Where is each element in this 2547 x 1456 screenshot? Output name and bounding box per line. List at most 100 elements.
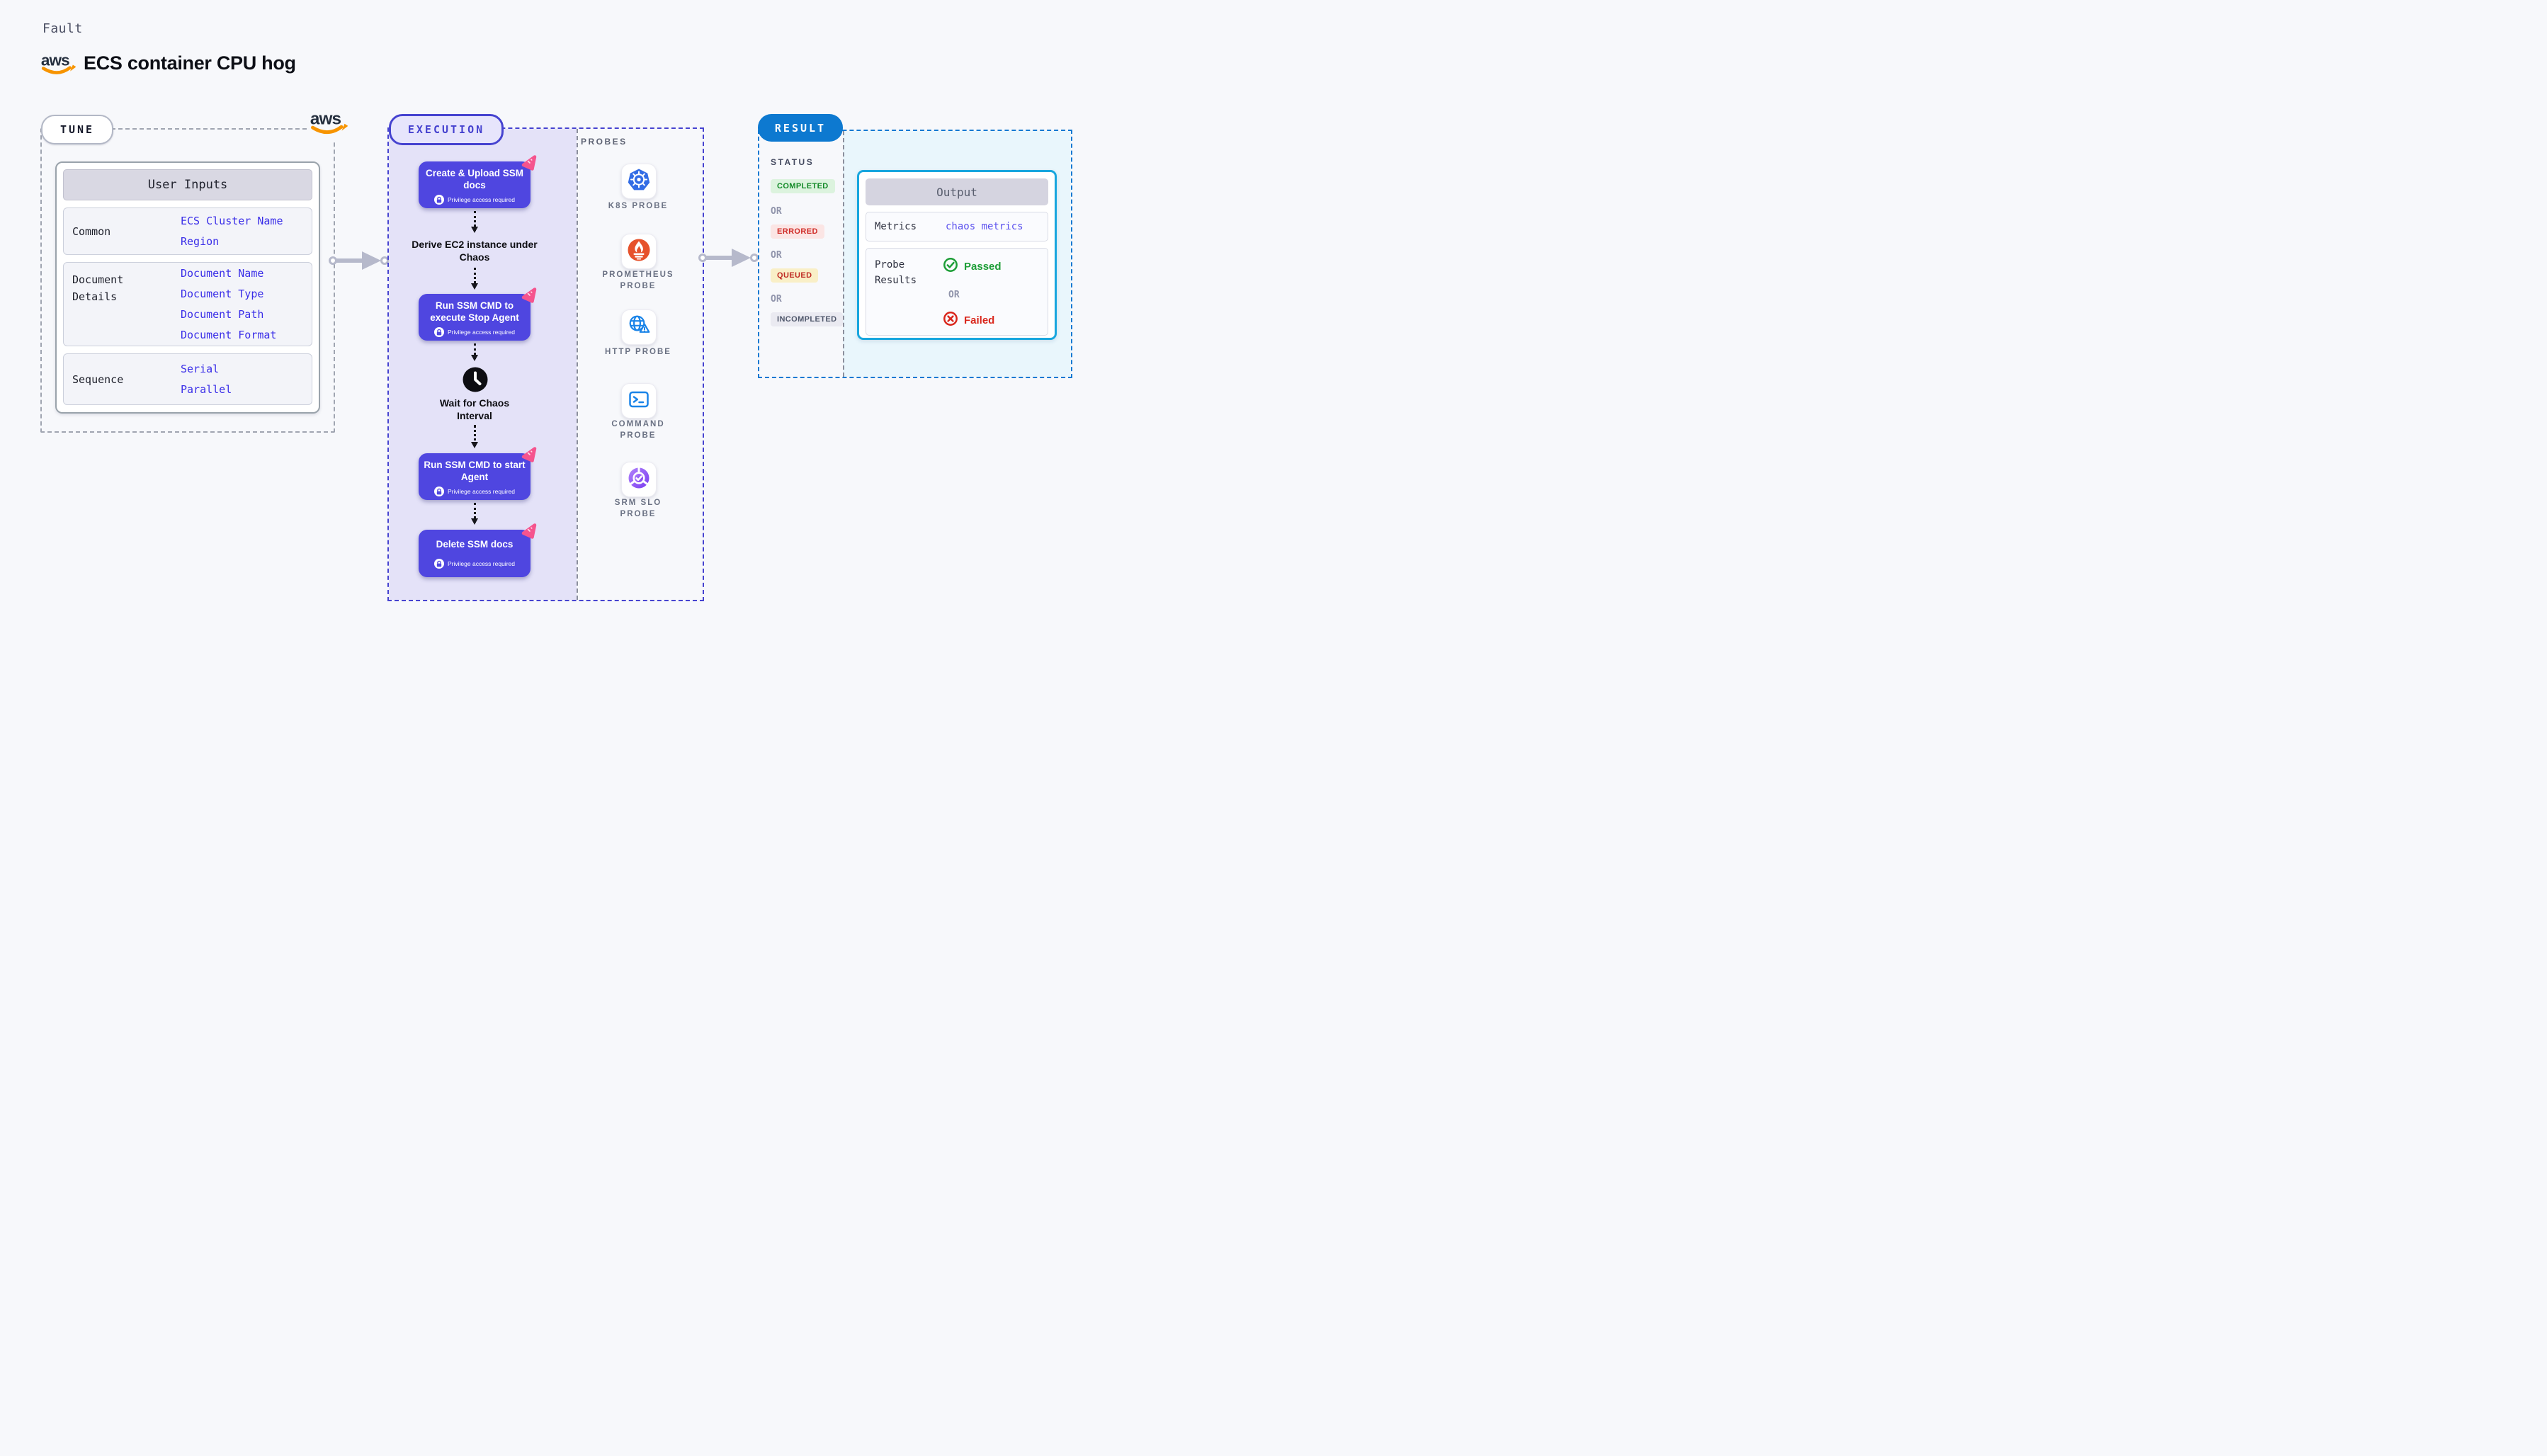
step-delete-ssm-docs: Delete SSM docs Privilege access require…	[419, 523, 537, 577]
metrics-row: Metrics chaos metrics	[866, 212, 1048, 241]
output-card: Output Metrics chaos metrics Probe Resul…	[857, 170, 1057, 340]
probe-card-command	[621, 383, 657, 419]
privilege-note: Privilege access required	[419, 327, 531, 340]
srm-slo-icon	[626, 465, 652, 494]
clock-icon	[462, 366, 489, 397]
probe-results-label: Probe Results	[875, 259, 917, 286]
lock-icon	[434, 487, 445, 496]
user-input-row-sequence: Sequence Serial Parallel	[63, 353, 312, 405]
privilege-note: Privilege access required	[419, 559, 531, 571]
fault-kicker: Fault	[42, 21, 83, 36]
http-globe-icon	[626, 313, 652, 342]
fault-diagram-canvas: Fault aws ECS container CPU hog TUNE aws…	[0, 0, 1105, 635]
input-value: Region	[181, 234, 220, 248]
result-label: RESULT	[774, 121, 827, 135]
tune-label-pill: TUNE	[41, 115, 113, 144]
probe-card-k8s	[621, 164, 657, 199]
row-values: Document Name Document Type Document Pat…	[181, 263, 276, 346]
kubernetes-icon	[626, 167, 652, 196]
pink-flag-icon	[521, 523, 538, 540]
tune-to-execution-arrow-icon	[329, 248, 390, 277]
aws-logo-icon: aws	[40, 50, 76, 76]
input-value: Document Path	[181, 307, 264, 321]
step-title: Delete SSM docs	[436, 539, 514, 550]
probe-name-http: HTTP PROBE	[605, 348, 671, 356]
probe-results-row: Probe Results Passed OR	[866, 248, 1048, 336]
metrics-value: chaos metrics	[946, 221, 1023, 232]
input-value: Document Name	[181, 266, 264, 280]
lock-icon	[434, 327, 445, 337]
probe-name-k8s: K8S PROBE	[608, 202, 669, 210]
probe-name-srm-slo: SRM SLO PROBE	[614, 499, 662, 518]
execution-to-result-arrow-icon	[698, 245, 759, 274]
or-separator: OR	[771, 294, 782, 305]
privilege-note-text: Privilege access required	[448, 488, 515, 495]
step-title: Run SSM CMD to start Agent	[424, 460, 526, 482]
input-value: Document Format	[181, 328, 277, 341]
svg-text:aws: aws	[41, 51, 69, 69]
user-input-row-common: Common ECS Cluster Name Region	[63, 207, 312, 255]
input-value: Parallel	[181, 382, 232, 396]
aws-logo-icon: aws	[310, 108, 348, 140]
pink-flag-icon	[521, 154, 538, 171]
step-wait-for-chaos-interval: Wait for Chaos Interval	[439, 397, 510, 421]
execution-label-pill: EXECUTION	[389, 114, 504, 145]
pink-flag-icon	[521, 446, 538, 463]
result-label-pill: RESULT	[758, 114, 843, 142]
privilege-note-text: Privilege access required	[448, 560, 515, 567]
status-heading: STATUS	[771, 157, 815, 167]
failed-result: Failed	[943, 311, 994, 330]
user-inputs-header: User Inputs	[63, 169, 312, 200]
input-value: ECS Cluster Name	[181, 214, 283, 227]
probes-heading: PROBES	[581, 137, 628, 147]
status-badge-errored: ERRORED	[771, 224, 824, 239]
status-badge-queued: QUEUED	[771, 268, 819, 283]
lock-icon	[434, 195, 445, 205]
failed-label: Failed	[964, 314, 995, 326]
flow-arrow-down-icon	[471, 268, 478, 290]
command-terminal-icon	[626, 387, 652, 416]
step-title: Run SSM CMD to execute Stop Agent	[430, 300, 519, 323]
privilege-note-text: Privilege access required	[448, 329, 515, 336]
privilege-note: Privilege access required	[419, 195, 531, 207]
privilege-note: Privilege access required	[419, 487, 531, 499]
tune-aws-logo-patch: aws	[307, 105, 350, 142]
row-values: Serial Parallel	[181, 354, 232, 404]
prometheus-icon	[626, 237, 652, 266]
probe-card-http	[621, 309, 657, 345]
user-input-row-document-details: Document Details Document Name Document …	[63, 262, 312, 346]
output-header: Output	[866, 178, 1048, 205]
page-title: ECS container CPU hog	[84, 52, 296, 74]
row-label: Document Details	[72, 273, 124, 303]
or-separator: OR	[948, 290, 960, 300]
metrics-label: Metrics	[875, 221, 917, 232]
input-value: Document Type	[181, 287, 264, 300]
input-value: Serial	[181, 362, 220, 375]
privilege-note-text: Privilege access required	[448, 196, 515, 203]
step-derive-ec2-instance: Derive EC2 instance under Chaos	[412, 239, 538, 263]
probe-card-srm-slo	[621, 462, 657, 497]
lock-icon	[434, 559, 445, 569]
flow-arrow-down-icon	[471, 211, 478, 233]
step-run-ssm-cmd-stop-agent: Run SSM CMD to execute Stop Agent Privil…	[419, 288, 537, 341]
status-badge-completed: COMPLETED	[771, 179, 835, 193]
probe-name-command: COMMAND PROBE	[611, 420, 665, 440]
pink-flag-icon	[521, 287, 538, 304]
flow-arrow-down-icon	[471, 343, 478, 361]
passed-result: Passed	[943, 257, 1002, 276]
execution-label: EXECUTION	[407, 123, 485, 136]
flow-arrow-down-icon	[471, 503, 478, 525]
status-badge-incompleted: INCOMPLETED	[771, 312, 844, 326]
x-circle-icon	[943, 311, 958, 330]
user-inputs-card: User Inputs Common ECS Cluster Name Regi…	[55, 161, 320, 414]
probe-name-prometheus: PROMETHEUS PROBE	[602, 271, 674, 290]
tune-section	[40, 128, 335, 433]
passed-label: Passed	[964, 261, 1002, 273]
or-separator: OR	[771, 250, 782, 261]
step-run-ssm-cmd-start-agent: Run SSM CMD to start Agent Privilege acc…	[419, 447, 537, 500]
check-circle-icon	[943, 257, 958, 276]
tune-label: TUNE	[59, 123, 95, 136]
flow-arrow-down-icon	[471, 425, 478, 448]
row-values: ECS Cluster Name Region	[181, 208, 283, 254]
status-divider	[843, 131, 844, 377]
